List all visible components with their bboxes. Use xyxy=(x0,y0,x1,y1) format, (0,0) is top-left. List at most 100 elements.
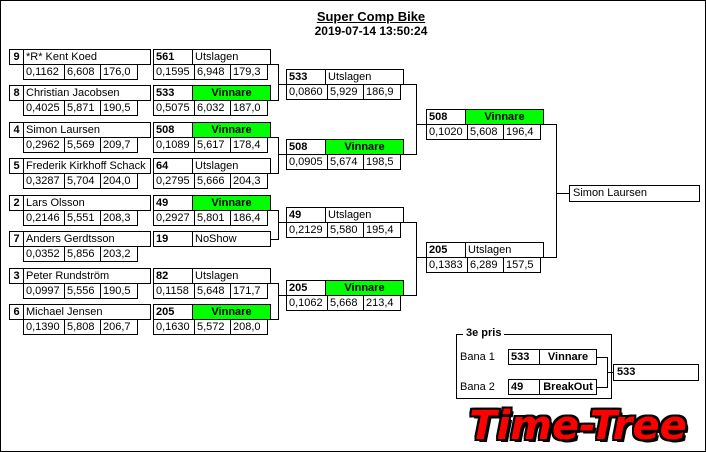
speed: 171,7 xyxy=(230,283,268,299)
car-number: 533 xyxy=(286,69,326,85)
elapsed-time: 5,666 xyxy=(194,173,231,189)
speed: 204,0 xyxy=(100,173,138,189)
third-prize-panel xyxy=(456,334,612,399)
elapsed-time: 5,608 xyxy=(467,124,504,140)
speed: 208,3 xyxy=(100,210,138,226)
car-number: 82 xyxy=(153,268,193,284)
connector-line xyxy=(543,257,557,258)
result-outcome: Vinnare xyxy=(192,85,271,101)
connector-line xyxy=(270,283,279,284)
racer-name: Christian Jacobsen xyxy=(23,85,151,101)
elapsed-time: 5,617 xyxy=(194,137,231,153)
seed-number: 2 xyxy=(9,195,24,211)
reaction-time: 0,1390 xyxy=(23,319,65,335)
report-timestamp: 2019-07-14 13:50:24 xyxy=(314,24,428,38)
speed: 186,9 xyxy=(363,84,401,100)
elapsed-time: 5,556 xyxy=(64,283,101,299)
connector-line xyxy=(416,84,417,155)
speed: 195,4 xyxy=(363,222,401,238)
racer-name: Lars Olsson xyxy=(23,195,151,211)
seed-number: 3 xyxy=(9,268,24,284)
time-tree-logo: Time-Tree xyxy=(469,403,687,449)
racer-name: Peter Rundström xyxy=(23,268,151,284)
speed: 208,0 xyxy=(230,319,268,335)
car-number: 561 xyxy=(153,49,193,65)
result-outcome: Utslagen xyxy=(192,49,271,65)
car-number: 49 xyxy=(508,379,540,395)
reaction-time: 0,2129 xyxy=(286,222,328,238)
speed: 178,4 xyxy=(230,137,268,153)
connector-line xyxy=(403,84,417,85)
result-outcome: NoShow xyxy=(192,231,271,247)
elapsed-time: 5,668 xyxy=(327,295,364,311)
speed: 196,4 xyxy=(503,124,541,140)
seed-number: 7 xyxy=(9,231,24,247)
connector-line xyxy=(278,283,279,320)
seed-number: 8 xyxy=(9,85,24,101)
connector-line xyxy=(270,173,279,174)
result-outcome: Vinnare xyxy=(192,304,271,320)
connector-line xyxy=(270,210,279,211)
elapsed-time: 5,551 xyxy=(64,210,101,226)
lane1-label: Bana 1 xyxy=(460,351,495,363)
racer-name: Michael Jensen xyxy=(23,304,151,320)
connector-line xyxy=(403,295,417,296)
reaction-time: 0,0352 xyxy=(23,246,65,262)
reaction-time: 0,1383 xyxy=(426,257,468,273)
elapsed-time: 5,569 xyxy=(64,137,101,153)
car-number: 508 xyxy=(286,139,326,155)
connector-line xyxy=(278,295,286,296)
connector-line xyxy=(543,124,557,125)
result-outcome: Utslagen xyxy=(325,69,404,85)
connector-line xyxy=(607,372,613,373)
connector-line xyxy=(278,84,286,85)
result-outcome: Utslagen xyxy=(192,268,271,284)
speed: 190,5 xyxy=(100,283,138,299)
speed: 206,7 xyxy=(100,319,138,335)
elapsed-time: 6,948 xyxy=(194,64,231,80)
speed: 203,2 xyxy=(100,246,138,262)
connector-line xyxy=(416,257,426,258)
speed: 186,4 xyxy=(230,210,268,226)
reaction-time: 0,2146 xyxy=(23,210,65,226)
elapsed-time: 5,704 xyxy=(64,173,101,189)
reaction-time: 0,4025 xyxy=(23,100,65,116)
elapsed-time: 5,648 xyxy=(194,283,231,299)
result-outcome: Utslagen xyxy=(325,207,404,223)
reaction-time: 0,1158 xyxy=(153,283,195,299)
car-number: 508 xyxy=(153,122,193,138)
reaction-time: 0,0997 xyxy=(23,283,65,299)
car-number: 508 xyxy=(426,109,466,125)
connector-line xyxy=(403,154,417,155)
reaction-time: 0,5075 xyxy=(153,100,195,116)
car-number: 205 xyxy=(153,304,193,320)
reaction-time: 0,1162 xyxy=(23,64,65,80)
connector-line xyxy=(270,137,279,138)
speed: 157,5 xyxy=(503,257,541,273)
elapsed-time: 5,572 xyxy=(194,319,231,335)
speed: 209,7 xyxy=(100,137,138,153)
connector-line xyxy=(278,154,286,155)
speed: 204,3 xyxy=(230,173,268,189)
connector-line xyxy=(278,222,286,223)
speed: 176,0 xyxy=(100,64,138,80)
reaction-time: 0,1089 xyxy=(153,137,195,153)
